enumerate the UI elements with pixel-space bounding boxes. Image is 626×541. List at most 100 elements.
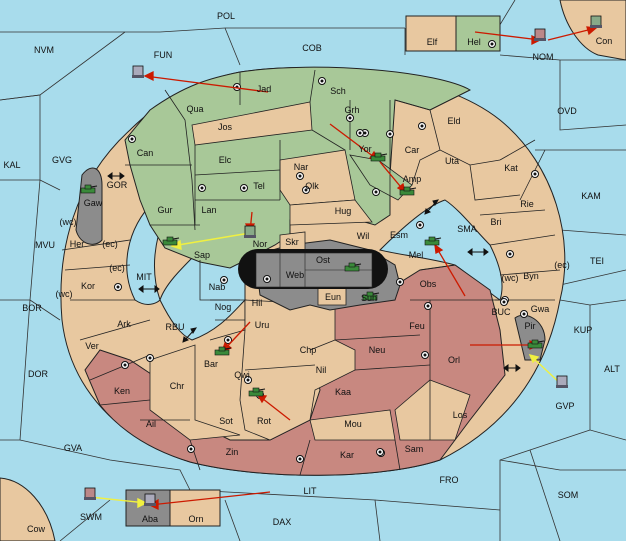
sea-label-rbu: RBU — [165, 322, 184, 332]
sea-label-gvp: GVP — [555, 401, 574, 411]
sea-label-fro: FRO — [440, 475, 459, 485]
sea-label-dax: DAX — [273, 517, 292, 527]
territory-label-elc: Elc — [219, 155, 232, 165]
sea-label-kup: KUP — [574, 325, 593, 335]
territory-label-rot: Rot — [257, 416, 272, 426]
army-unit[interactable] — [80, 184, 98, 194]
army-unit[interactable] — [248, 387, 266, 397]
coast-label-ec-2: (ec) — [554, 260, 570, 270]
territory-label-ver: Ver — [85, 341, 99, 351]
sea-label-kam: KAM — [581, 191, 601, 201]
coast-label-ec-0: (ec) — [102, 239, 118, 249]
territory-label-chp: Chp — [300, 345, 317, 355]
unit-marker[interactable] — [534, 28, 546, 41]
territory-label-orn: Orn — [188, 514, 203, 524]
army-unit[interactable] — [399, 186, 417, 196]
territory-label-mel: Mel — [409, 250, 424, 260]
elf-tile — [405, 15, 457, 52]
territory-label-nil: Nil — [316, 365, 327, 375]
army-unit[interactable] — [214, 346, 232, 356]
territory-label-gaw: Gaw — [84, 198, 103, 208]
unit-marker[interactable] — [84, 487, 96, 500]
army-unit[interactable] — [424, 236, 442, 246]
coast-label-wc-2: (wc) — [502, 273, 519, 283]
sea-label-swm: SWM — [80, 512, 102, 522]
territory-label-pir: Pir — [525, 321, 536, 331]
territory-label-mou: Mou — [344, 419, 362, 429]
sea-label-fun: FUN — [154, 50, 173, 60]
territory-label-hil: Hil — [252, 298, 263, 308]
territory-label-sot: Sot — [219, 416, 233, 426]
territory-label-uru: Uru — [255, 320, 270, 330]
unit-marker[interactable] — [590, 15, 602, 28]
sea-label-pol: POL — [217, 11, 235, 21]
territory-label-cow: Cow — [27, 524, 46, 534]
territory-label-uta: Uta — [445, 156, 459, 166]
territory-label-olk: Olk — [305, 181, 319, 191]
pir-island — [514, 314, 546, 361]
territory-label-ail: Ail — [146, 419, 156, 429]
territory-label-web: Web — [286, 270, 304, 280]
gaw-island — [75, 167, 103, 245]
army-unit[interactable] — [362, 291, 380, 301]
territory-label-hug: Hug — [335, 206, 352, 216]
tan-los-sam — [394, 379, 471, 441]
unit-marker[interactable] — [244, 225, 256, 238]
unit-marker[interactable] — [132, 65, 144, 78]
units — [80, 15, 602, 506]
territory-label-aba: Aba — [142, 514, 158, 524]
territory-label-jos: Jos — [218, 122, 233, 132]
army-unit[interactable] — [344, 262, 362, 272]
territory-borders — [61, 69, 561, 476]
territory-label-qua: Qua — [186, 104, 203, 114]
territory-label-rie: Rie — [520, 199, 534, 209]
army-unit[interactable] — [162, 236, 180, 246]
territory-label-bar: Bar — [204, 359, 218, 369]
territory-label-nar: Nar — [294, 162, 309, 172]
territory-label-kar: Kar — [340, 450, 354, 460]
connector-arrows — [107, 172, 521, 372]
sea-label-mvu: MVU — [35, 240, 55, 250]
coast-label-ec-1: (ec) — [109, 263, 125, 273]
territory-label-sap: Sap — [194, 250, 210, 260]
territory-label-gwa: Gwa — [531, 304, 550, 314]
territory-label-ark: Ark — [117, 319, 131, 329]
army-unit[interactable] — [527, 339, 545, 349]
territory-label-jad: Jad — [257, 84, 272, 94]
territory-label-sam: Sam — [405, 444, 424, 454]
unit-marker[interactable] — [556, 375, 568, 388]
sea-label-gor: GOR — [107, 180, 128, 190]
sea-label-sma: SMA — [457, 224, 477, 234]
sea-label-kal: KAL — [3, 160, 20, 170]
territory-label-byn: Byn — [523, 271, 539, 281]
territory-label-zin: Zin — [226, 447, 239, 457]
territory-label-nog: Nog — [215, 302, 232, 312]
sea-label-nom: NOM — [533, 52, 554, 62]
army-unit[interactable] — [370, 152, 388, 162]
territory-label-skr: Skr — [285, 237, 299, 247]
territory-label-grh: Grh — [344, 105, 359, 115]
territory-label-con: Con — [596, 36, 613, 46]
territory-label-elf: Elf — [427, 37, 438, 47]
sea-label-tei: TEI — [590, 256, 604, 266]
territory-label-los: Los — [453, 410, 468, 420]
coast-label-wc-0: (wc) — [60, 217, 77, 227]
territory-label-orl: Orl — [448, 355, 460, 365]
territory-label-ken: Ken — [114, 386, 130, 396]
sea-label-cob: COB — [302, 43, 322, 53]
territory-label-kor: Kor — [81, 281, 95, 291]
territory-label-gur: Gur — [157, 205, 172, 215]
territory-label-bri: Bri — [491, 217, 502, 227]
territory-label-neu: Neu — [369, 345, 386, 355]
coast-label-wc-1: (wc) — [56, 289, 73, 299]
territory-label-feu: Feu — [409, 321, 425, 331]
territory-label-tel: Tel — [253, 181, 265, 191]
territory-label-can: Can — [137, 148, 154, 158]
sea-label-dor: DOR — [28, 369, 49, 379]
unit-marker[interactable] — [144, 493, 156, 506]
territory-label-eld: Eld — [447, 116, 460, 126]
territory-label-kaa: Kaa — [335, 387, 351, 397]
